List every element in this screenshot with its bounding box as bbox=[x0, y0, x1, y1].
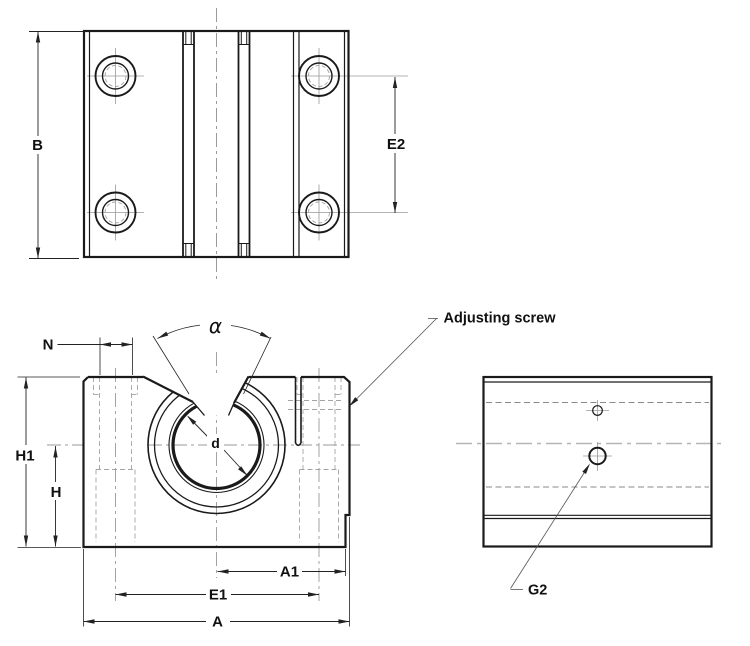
front-view-outline bbox=[82, 375, 351, 549]
label-d: d bbox=[211, 435, 220, 451]
hidden-hole-lines bbox=[93, 377, 343, 542]
arrow-right bbox=[338, 619, 350, 624]
arrow-down bbox=[35, 247, 41, 259]
label-N: N bbox=[43, 337, 54, 354]
arrow bbox=[157, 331, 169, 339]
v-notch-mask bbox=[143, 374, 249, 416]
label-B: B bbox=[32, 137, 43, 154]
label-alpha: α bbox=[209, 314, 222, 338]
arrow-up bbox=[35, 31, 41, 43]
dim-B bbox=[29, 31, 83, 259]
top-view-inner-lines bbox=[88, 31, 346, 257]
arrow-up bbox=[23, 377, 29, 389]
dim-alpha: α bbox=[152, 314, 272, 395]
v-notch-edges bbox=[142, 375, 250, 416]
arrow bbox=[187, 415, 197, 425]
g2-callout: G2 bbox=[510, 463, 590, 599]
dim-A1 bbox=[217, 549, 346, 576]
arrow-right bbox=[308, 592, 319, 597]
adjusting-screw-callout: Adjusting screw bbox=[349, 311, 556, 407]
g2-hole bbox=[588, 446, 607, 466]
top-view: B E2 bbox=[29, 8, 408, 283]
adjusting-screw-slot bbox=[294, 377, 302, 447]
label-A1: A1 bbox=[280, 564, 299, 581]
side-view: G2 bbox=[456, 375, 726, 599]
arrow-left bbox=[100, 342, 111, 347]
seal-grooves bbox=[183, 31, 250, 257]
dim-E1 bbox=[115, 592, 319, 597]
arrow bbox=[349, 397, 359, 407]
side-inner-lines bbox=[483, 381, 712, 520]
label-G2: G2 bbox=[528, 583, 547, 599]
side-hidden-bore-lines bbox=[486, 402, 709, 488]
arrow-up bbox=[392, 77, 398, 88]
thread-circles bbox=[104, 65, 330, 224]
label-E1: E1 bbox=[209, 587, 227, 604]
arrow-left bbox=[115, 592, 127, 597]
dim-A bbox=[83, 517, 350, 627]
arrow-left bbox=[217, 569, 229, 574]
label-E2: E2 bbox=[387, 136, 405, 153]
label-H1: H1 bbox=[15, 448, 34, 465]
counterbored-holes bbox=[94, 55, 340, 234]
dim-E2 bbox=[392, 77, 398, 213]
arrow bbox=[259, 331, 271, 339]
small-oil-hole bbox=[592, 405, 603, 416]
label-H: H bbox=[51, 484, 62, 501]
arrow bbox=[582, 463, 590, 474]
dim-H1 bbox=[17, 376, 81, 548]
bearing-slots bbox=[182, 31, 251, 257]
arrow bbox=[238, 466, 248, 476]
arrow-down bbox=[392, 202, 398, 213]
front-view: α d N bbox=[15, 311, 556, 631]
arrow-down bbox=[53, 535, 58, 547]
top-view-outline bbox=[82, 29, 350, 259]
dim-d: d bbox=[187, 415, 248, 476]
arrow-down bbox=[23, 535, 29, 547]
arrow-up bbox=[53, 446, 58, 458]
side-view-outline bbox=[482, 375, 713, 548]
oil-holes bbox=[583, 400, 612, 471]
label-A: A bbox=[212, 614, 223, 631]
dim-N bbox=[57, 337, 133, 375]
arrow-right bbox=[334, 569, 346, 574]
label-adjusting-screw: Adjusting screw bbox=[444, 311, 557, 327]
arrow-left bbox=[83, 619, 95, 624]
dim-H bbox=[53, 446, 58, 547]
arrow-right bbox=[121, 342, 133, 347]
